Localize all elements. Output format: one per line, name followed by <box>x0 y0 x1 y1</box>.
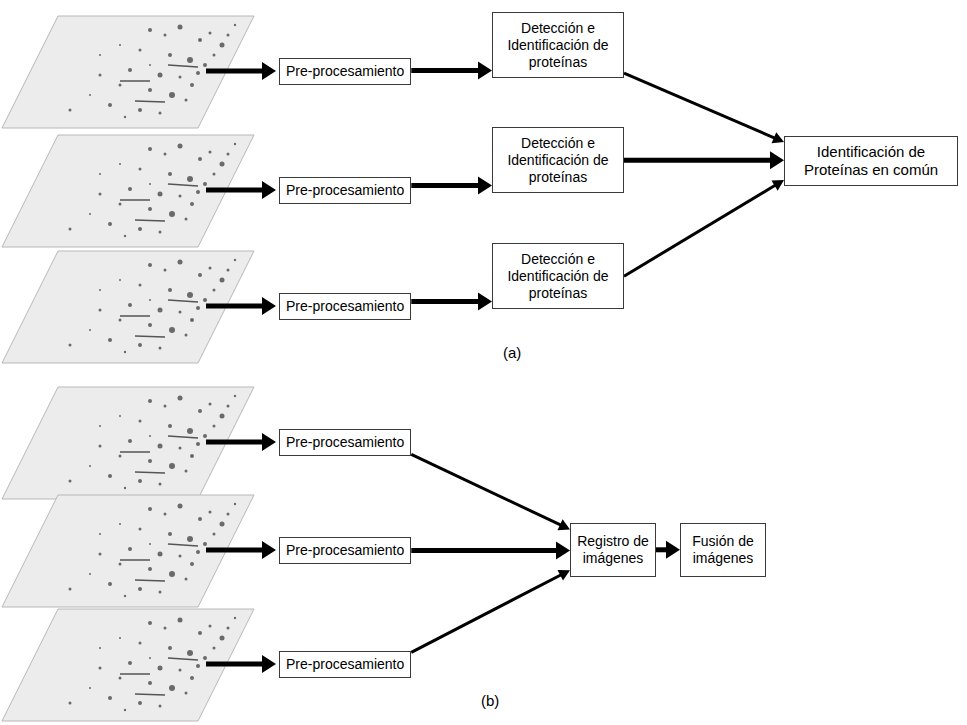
input-arrow <box>206 181 276 199</box>
arrow-connector <box>411 176 492 194</box>
arrow-connector <box>411 541 570 559</box>
input-arrow <box>206 433 276 451</box>
arrow-connector <box>624 73 784 143</box>
box-text: Registro de imágenes <box>575 533 651 567</box>
panel-label: (a) <box>503 344 521 361</box>
box-text: Pre-procesamiento <box>286 298 404 315</box>
arrow-connector <box>411 570 570 652</box>
arrow-connector <box>411 61 492 79</box>
box-text: Pre-procesamiento <box>286 63 404 80</box>
box-text: Pre-procesamiento <box>286 182 404 199</box>
box-text: Identificación de Proteínas en común <box>795 143 947 179</box>
arrow-connector <box>624 180 784 276</box>
input-arrow <box>206 655 276 673</box>
process-box: Pre-procesamiento <box>279 537 411 564</box>
box-text: Pre-procesamiento <box>286 656 404 673</box>
process-box: Detección e Identificación de proteínas <box>492 12 624 78</box>
box-text: Pre-procesamiento <box>286 434 404 451</box>
input-arrow <box>206 297 276 315</box>
arrow-connector <box>411 292 492 310</box>
box-text: Detección e Identificación de proteínas <box>502 20 614 70</box>
input-arrow <box>206 62 276 80</box>
process-box: Registro de imágenes <box>570 523 656 577</box>
box-text: Detección e Identificación de proteínas <box>502 135 614 185</box>
panel-label: (b) <box>481 692 499 709</box>
box-text: Detección e Identificación de proteínas <box>502 251 614 301</box>
result-box: Fusión de imágenes <box>680 523 766 577</box>
result-box: Identificación de Proteínas en común <box>784 136 958 186</box>
process-box: Detección e Identificación de proteínas <box>492 127 624 193</box>
process-box: Pre-procesamiento <box>279 651 411 678</box>
process-box: Detección e Identificación de proteínas <box>492 243 624 309</box>
input-arrow <box>206 541 276 559</box>
arrow-connector <box>656 541 680 559</box>
process-box: Pre-procesamiento <box>279 429 411 456</box>
box-text: Pre-procesamiento <box>286 542 404 559</box>
process-box: Pre-procesamiento <box>279 177 411 204</box>
process-box: Pre-procesamiento <box>279 293 411 320</box>
box-text: Fusión de imágenes <box>685 533 761 567</box>
arrow-connector <box>411 454 570 530</box>
arrow-connector <box>624 151 784 169</box>
process-box: Pre-procesamiento <box>279 58 411 85</box>
